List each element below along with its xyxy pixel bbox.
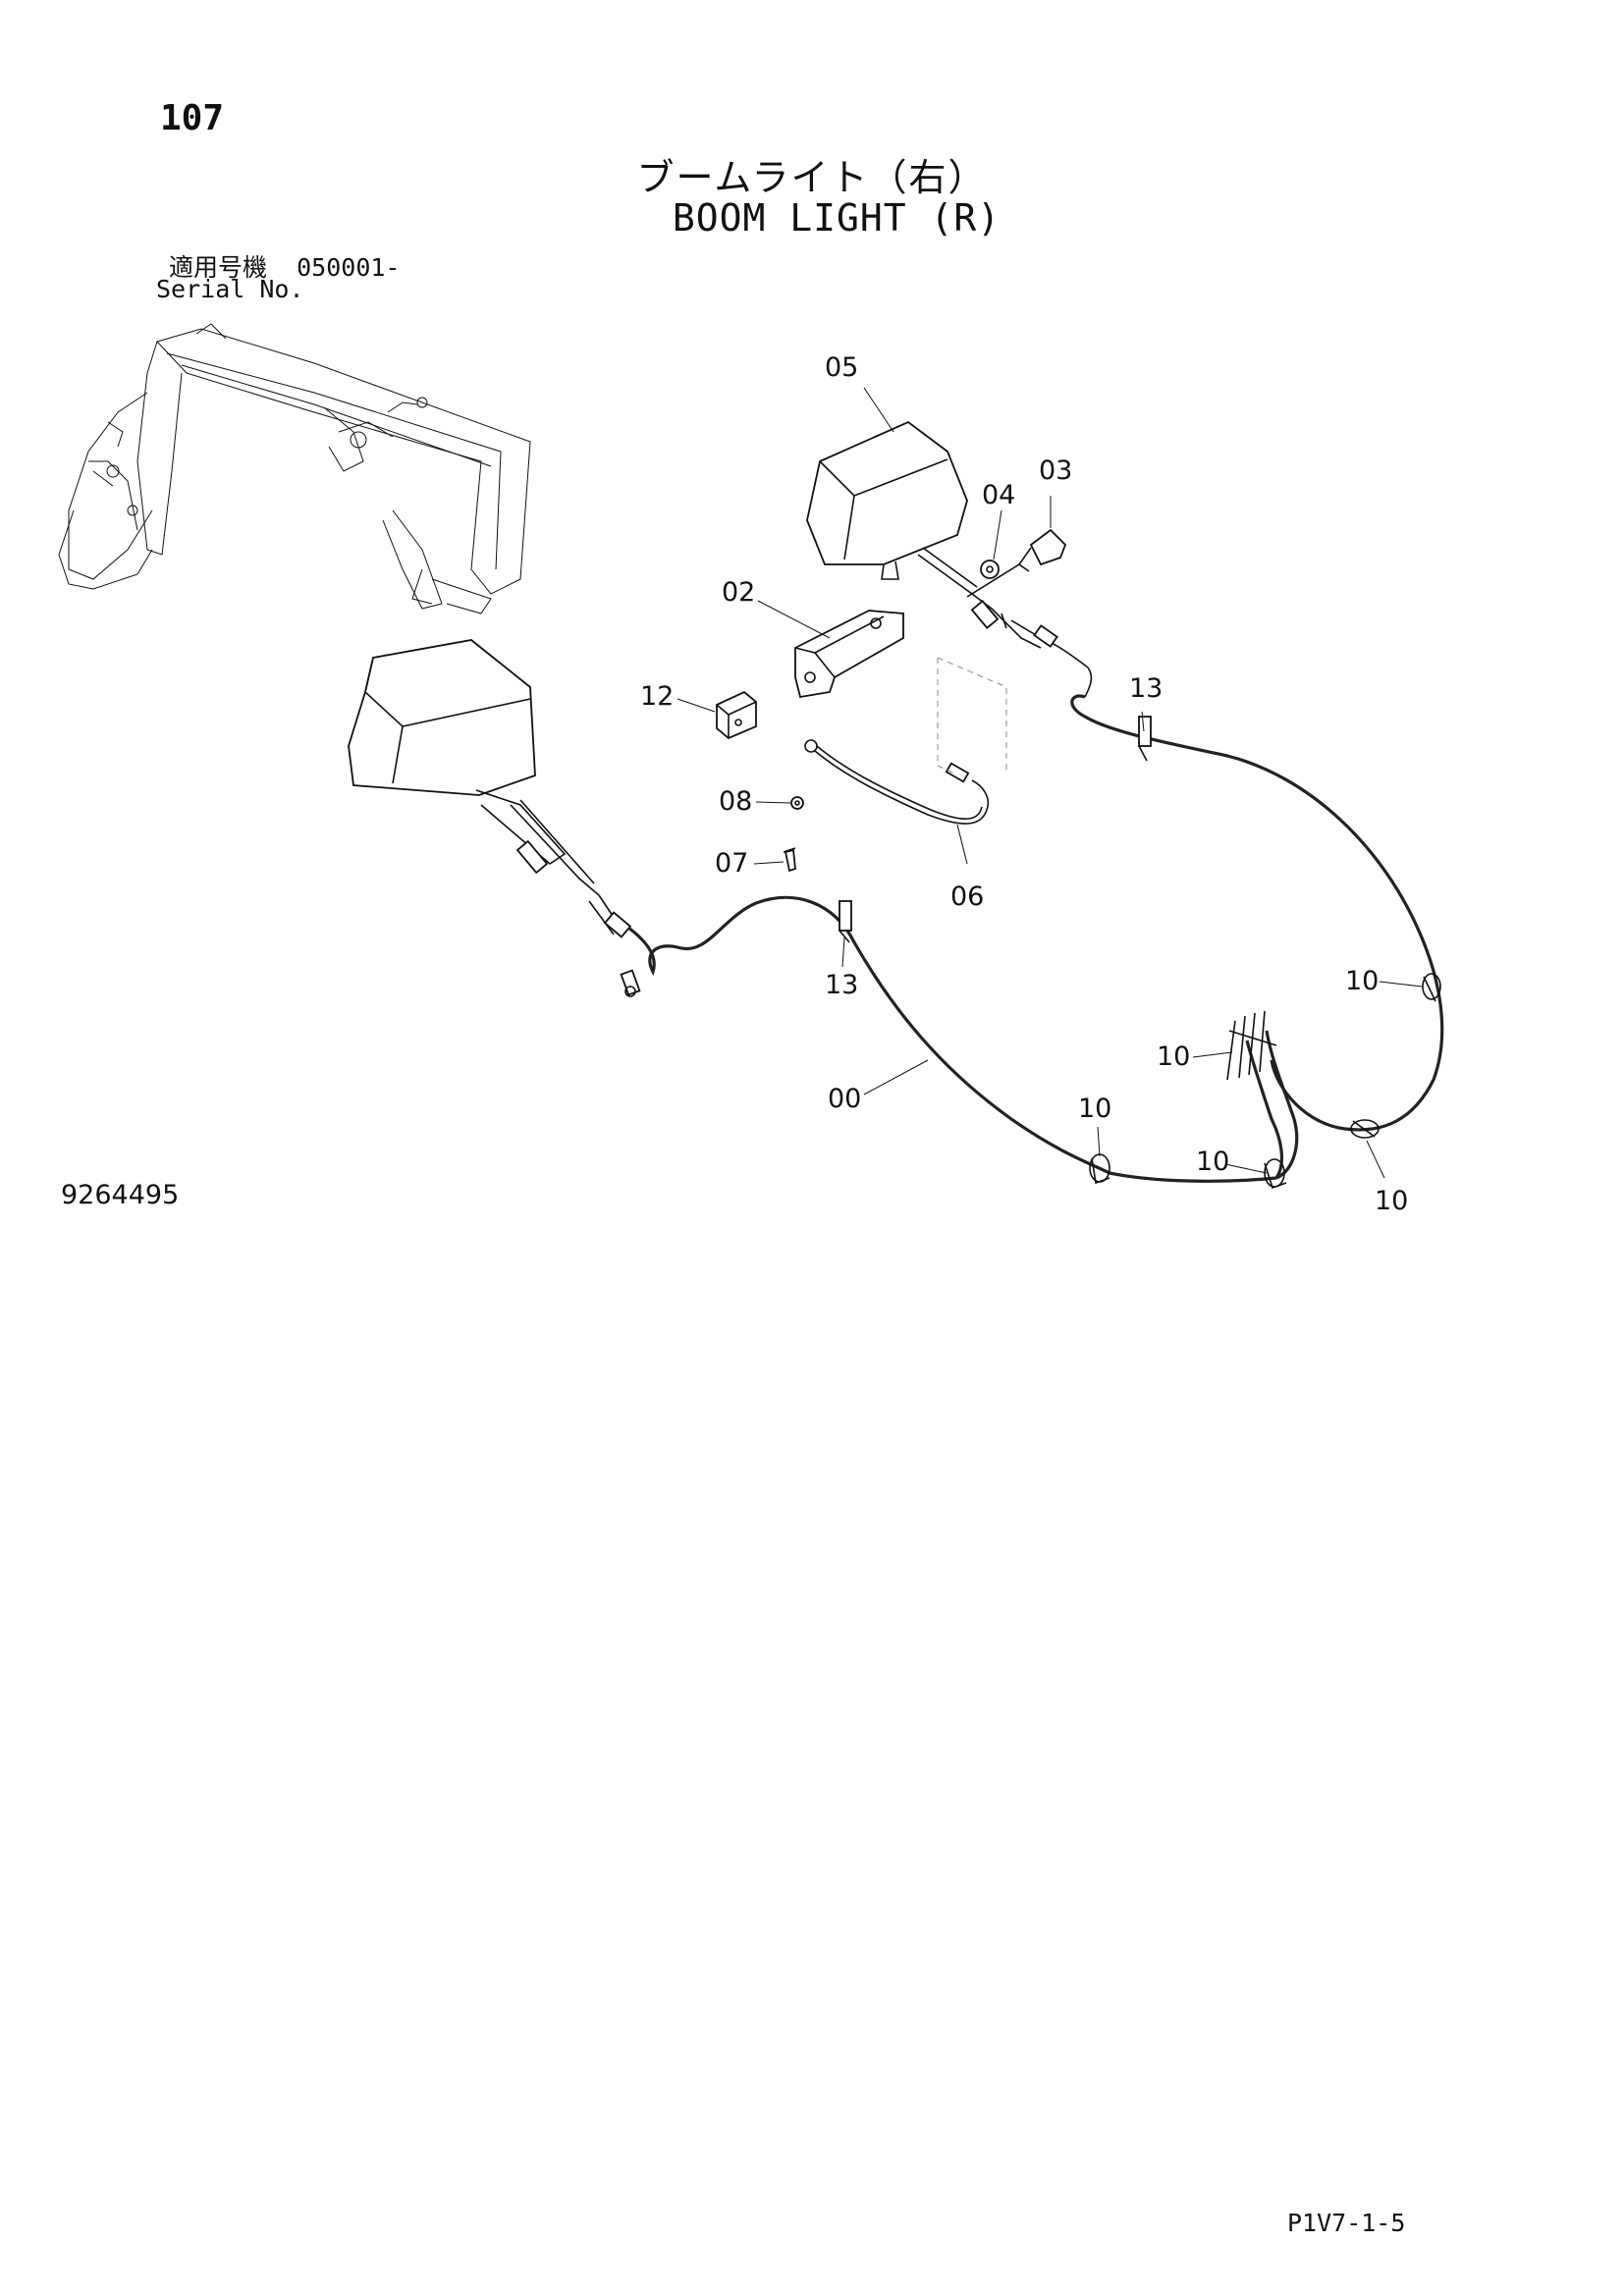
bolt-03 bbox=[966, 528, 1067, 598]
excavator-boom-thumbnail bbox=[58, 323, 531, 614]
sheet-code: P1V7-1-5 bbox=[1287, 2209, 1406, 2237]
callout-10-bundle: 10 bbox=[1157, 1041, 1190, 1072]
callout-08: 08 bbox=[719, 786, 752, 817]
serial-label-en: Serial No. bbox=[156, 275, 304, 303]
rubber-block-12 bbox=[716, 690, 757, 740]
bracket-02 bbox=[794, 610, 904, 699]
title-japanese: ブームライト（右） bbox=[636, 156, 988, 199]
callout-12: 12 bbox=[640, 681, 674, 712]
callout-13-upper: 13 bbox=[1129, 673, 1163, 704]
callout-10-center: 10 bbox=[1078, 1094, 1111, 1124]
callout-02: 02 bbox=[722, 577, 755, 608]
callout-10-bottom: 10 bbox=[1375, 1186, 1408, 1216]
leader-lines bbox=[677, 387, 1423, 1179]
nut-08 bbox=[790, 796, 804, 810]
callout-04: 04 bbox=[982, 480, 1015, 510]
ground-wire-06 bbox=[804, 657, 1007, 825]
screw-07 bbox=[783, 847, 796, 873]
drawing-number: 9264495 bbox=[61, 1180, 180, 1210]
lamp-connector bbox=[970, 600, 1042, 649]
serial-line-japanese: 適用号機 050001- bbox=[169, 248, 400, 284]
lamp-05 bbox=[806, 420, 993, 610]
title-english: BOOM LIGHT (R) bbox=[672, 196, 1001, 240]
serial-label-jp: 適用号機 bbox=[169, 253, 268, 282]
callout-13-lower: 13 bbox=[825, 970, 858, 1000]
callout-03: 03 bbox=[1039, 455, 1072, 486]
callout-10-lower: 10 bbox=[1196, 1147, 1229, 1177]
washer-04 bbox=[980, 560, 1000, 579]
callout-10-right: 10 bbox=[1345, 966, 1379, 996]
callout-07: 07 bbox=[715, 848, 748, 879]
callout-labels: 05 04 03 02 12 13 08 07 06 13 10 10 00 1… bbox=[640, 352, 1408, 1216]
serial-value: 050001- bbox=[297, 253, 401, 282]
left-lamp-assembly bbox=[348, 639, 632, 938]
page-number: 107 bbox=[160, 98, 225, 138]
harness-clips bbox=[839, 716, 1441, 1190]
callout-00: 00 bbox=[828, 1084, 861, 1114]
callout-05: 05 bbox=[825, 352, 858, 383]
callout-06: 06 bbox=[950, 881, 984, 912]
